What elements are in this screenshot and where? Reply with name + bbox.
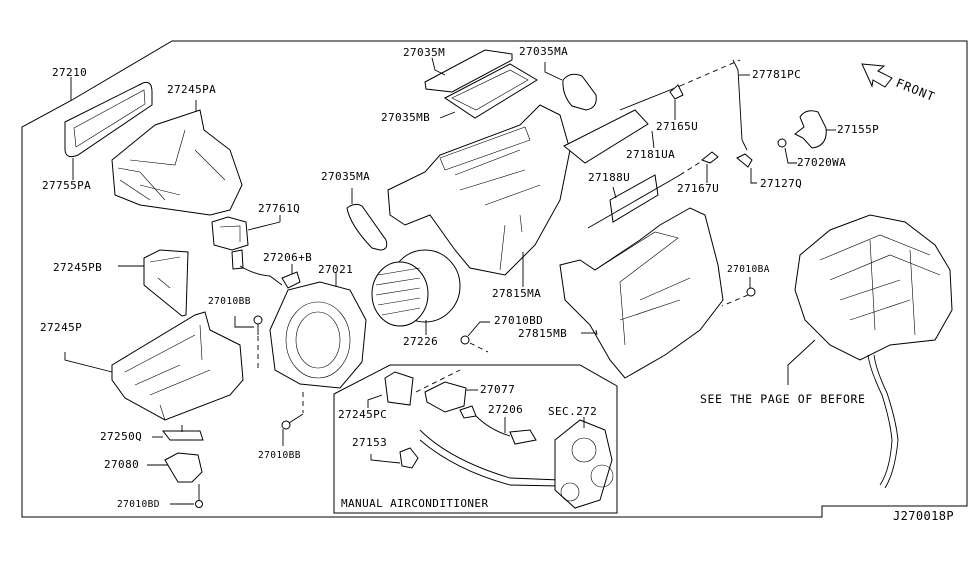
- label-27167U: 27167U: [677, 182, 720, 195]
- label-27127Q: 27127Q: [760, 177, 803, 190]
- part-27206B-harness: [231, 249, 301, 289]
- part-27021-blower-housing: [269, 281, 367, 389]
- part-27181UA-door: [563, 109, 649, 164]
- diagram-frame: [21, 40, 968, 518]
- part-27010BD-screw: [460, 335, 489, 353]
- control-panel-assembly: [419, 419, 614, 509]
- part-27077-amplifier: [424, 381, 467, 413]
- label-27815MA: 27815MA: [492, 287, 542, 300]
- part-27010BB-screw-lower: [281, 392, 304, 430]
- part-27245PA-intake-case: [111, 109, 243, 216]
- label-27210: 27210: [52, 66, 88, 79]
- label-27035M: 27035M: [403, 46, 446, 59]
- part-27761Q-resistor: [211, 216, 249, 251]
- part-27781PC-cable: [732, 59, 748, 151]
- part-27080-actuator: [164, 452, 203, 483]
- label-27245PA: 27245PA: [167, 83, 217, 96]
- label-27080: 27080: [104, 458, 140, 471]
- label-27021: 27021: [318, 263, 354, 276]
- label-27206: 27206: [488, 403, 524, 416]
- part-27210-gasket: [64, 81, 153, 158]
- label-27181UA: 27181UA: [626, 148, 676, 161]
- part-27245PC-bracket: [384, 371, 414, 406]
- label-27010BB-upper: 27010BB: [208, 296, 251, 307]
- label-27206B: 27206+B: [263, 251, 313, 264]
- heater-unit-assembly: [794, 214, 953, 489]
- part-27035MA-gasket-top: [562, 73, 597, 111]
- label-sec-272: SEC.272: [548, 405, 598, 418]
- label-27226: 27226: [403, 335, 439, 348]
- label-27035MA-left: 27035MA: [321, 170, 371, 183]
- part-27245PB-duct: [143, 249, 189, 317]
- front-arrow-icon: [861, 63, 893, 88]
- label-27035MA-top: 27035MA: [519, 45, 569, 58]
- part-27035M-filter: [424, 49, 513, 93]
- part-27188U-door: [587, 174, 681, 229]
- label-27165U: 27165U: [656, 120, 699, 133]
- part-27815MB-case: [559, 207, 724, 379]
- label-27815MB: 27815MB: [518, 327, 568, 340]
- label-27010BB-lower: 27010BB: [258, 450, 301, 461]
- part-27155P-link: [794, 110, 827, 149]
- label-27010BD-lower: 27010BD: [117, 499, 160, 510]
- label-27245PB: 27245PB: [53, 261, 103, 274]
- label-27781PC: 27781PC: [752, 68, 802, 81]
- label-27010BD: 27010BD: [494, 314, 544, 327]
- part-27010BA-screw: [721, 287, 756, 307]
- part-27245P-lower-case: [111, 311, 244, 421]
- part-27035MB-filter: [444, 63, 538, 119]
- part-27250Q-bracket: [161, 425, 204, 441]
- part-27020WA-nut: [777, 138, 787, 148]
- part-27206-harness: [459, 405, 537, 445]
- inset-title: MANUAL AIRCONDITIONER: [341, 497, 489, 510]
- label-27250Q: 27250Q: [100, 430, 143, 443]
- label-27245P: 27245P: [40, 321, 83, 334]
- label-27153: 27153: [352, 436, 388, 449]
- label-27020WA: 27020WA: [797, 156, 847, 169]
- label-27035MB: 27035MB: [381, 111, 431, 124]
- label-27761Q: 27761Q: [258, 202, 301, 215]
- part-27167U-lever: [679, 151, 719, 176]
- label-27010BA: 27010BA: [727, 264, 770, 275]
- label-27188U: 27188U: [588, 171, 631, 184]
- diagram-code: J270018P: [893, 509, 954, 523]
- label-27077: 27077: [480, 383, 516, 396]
- see-page-before-note: SEE THE PAGE OF BEFORE: [700, 392, 866, 406]
- part-27815MA-case: [387, 104, 571, 276]
- part-27165U-lever: [669, 84, 684, 100]
- part-27226-blower-fan: [371, 249, 461, 327]
- label-27755PA: 27755PA: [42, 179, 92, 192]
- part-27035MA-gasket-left: [346, 203, 388, 251]
- part-27010BB-screw-upper: [253, 315, 263, 370]
- label-27245PC: 27245PC: [338, 408, 388, 421]
- part-27127Q-clip: [736, 153, 753, 168]
- part-27010BD-screw-lower: [195, 484, 203, 508]
- inset-frame: [333, 364, 618, 514]
- part-27153-sensor: [399, 447, 419, 469]
- label-27155P: 27155P: [837, 123, 880, 136]
